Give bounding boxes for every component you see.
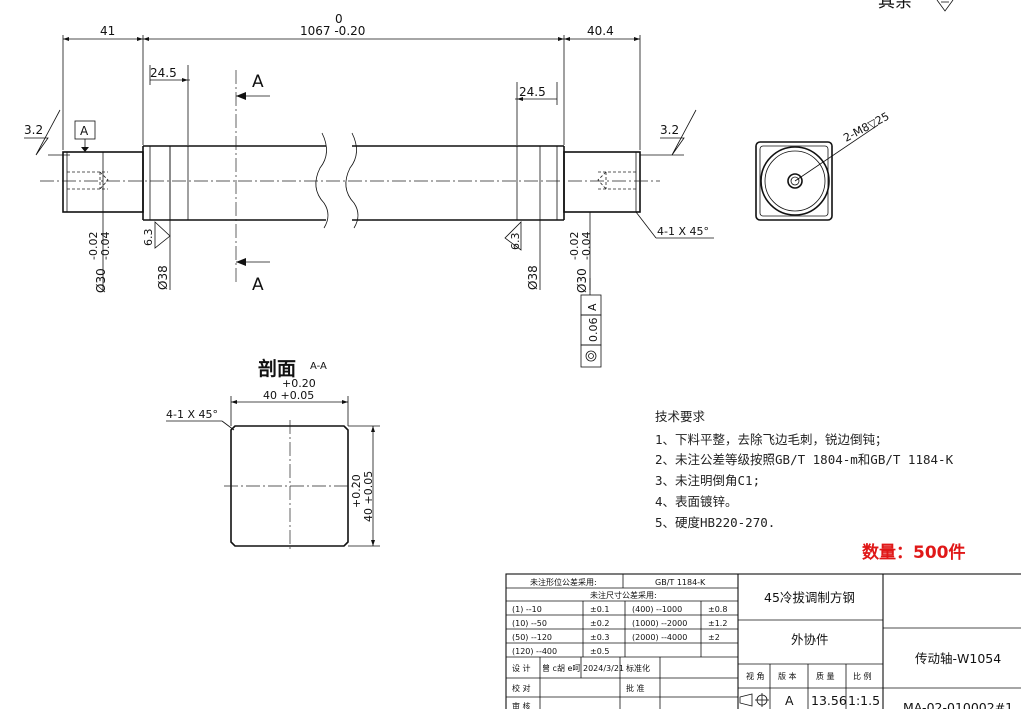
- tech-item: 4、表面镀锌。: [655, 494, 738, 509]
- version-value: A: [785, 693, 794, 708]
- mass-value: 13.56: [811, 693, 847, 708]
- design-date: 2024/3/21: [583, 664, 624, 673]
- version-label: 版 本: [778, 671, 797, 681]
- tol-cell: ±0.2: [590, 619, 609, 628]
- dim-right-end: 40.4: [587, 24, 614, 38]
- section-profile: [230, 425, 349, 547]
- dia-left: Ø30: [94, 268, 108, 293]
- dia-body-right: Ø38: [526, 265, 540, 290]
- section-tol-top: +0.20: [282, 377, 316, 390]
- scale-value: 1:1.5: [848, 693, 880, 708]
- dia-body-left: Ø38: [156, 265, 170, 290]
- review-label: 审 核: [512, 701, 531, 709]
- material: 45冷拔调制方钢: [764, 590, 855, 605]
- section-tol-side: +0.20: [350, 474, 363, 508]
- dim-overall: 1067 -0.20: [300, 24, 365, 38]
- rough-left-value: 3.2: [24, 123, 43, 137]
- dim-shoulder-left: 24.5: [150, 66, 177, 80]
- tol-cell: (120) --400: [512, 647, 557, 656]
- tech-heading: 技术要求: [655, 409, 706, 424]
- dia-right: Ø30: [575, 268, 589, 293]
- rough-63-left-icon: [154, 221, 171, 249]
- tol-lower-right: -0.04: [580, 232, 593, 260]
- view-label: 视 角: [746, 671, 765, 681]
- title-block: [505, 573, 1021, 709]
- tol-cell: ±0.3: [590, 633, 609, 642]
- section-title: 剖面: [258, 357, 296, 380]
- tol-upper-right: -0.02: [568, 232, 581, 260]
- rest-roughness-label: 其余: [878, 0, 912, 12]
- tol-cell: (1) --10: [512, 605, 542, 614]
- section-mark-top: A: [252, 72, 264, 92]
- tol-cell: ±2: [708, 633, 720, 642]
- thread-callout: 2-M8▽25: [841, 110, 891, 145]
- end-view: [755, 124, 879, 221]
- designer-name: 曾 c胡 e呵: [542, 663, 580, 673]
- drawing-number: MA-02-010002#1: [903, 700, 1013, 709]
- datum-label: A: [80, 124, 89, 138]
- shaft-body: [62, 132, 641, 229]
- chamfer-end: 4-1 X 45°: [657, 225, 709, 238]
- form-tol-label: 未注形位公差采用:: [530, 577, 597, 587]
- projection-icon: [739, 693, 769, 707]
- section-height-dim: 40 +0.05: [362, 471, 375, 522]
- tol-cell: (1000) --2000: [632, 619, 687, 628]
- fcf-datum: A: [586, 303, 599, 311]
- tech-item: 5、硬度HB220-270.: [655, 515, 775, 530]
- tol-cell: ±0.1: [590, 605, 609, 614]
- tol-cell: (400) --1000: [632, 605, 682, 614]
- rest-roughness-icon: [936, 0, 954, 12]
- approve-label: 批 准: [626, 683, 645, 693]
- part-name: 传动轴-W1054: [915, 651, 1001, 666]
- tech-item: 1、下料平整，去除飞边毛刺，锐边倒钝；: [655, 432, 888, 447]
- dim-left-end: 41: [100, 24, 115, 38]
- rough-63-right-icon: [504, 221, 522, 251]
- rough-right-value: 3.2: [660, 123, 679, 137]
- outsource: 外协件: [791, 632, 829, 647]
- check-label: 校 对: [512, 683, 531, 693]
- rough-63-left: 6.3: [142, 229, 155, 247]
- tol-cell: (10) --50: [512, 619, 547, 628]
- concentricity-icon: [585, 350, 597, 362]
- form-tol-value: GB/T 1184-K: [655, 578, 706, 587]
- rough-left-icon: [24, 109, 61, 156]
- quantity-label: 数量：500件: [862, 542, 966, 563]
- section-width-dim: 40 +0.05: [263, 389, 314, 402]
- feature-control-frame: A 0.06: [580, 278, 602, 368]
- rough-63-right: 6.3: [509, 233, 522, 251]
- tol-cell: ±1.2: [708, 619, 727, 628]
- tol-cell: ±0.5: [590, 647, 609, 656]
- tech-item: 2、未注公差等级按照GB/T 1804-m和GB/T 1184-K: [655, 452, 954, 467]
- section-mark-bottom: A: [252, 275, 264, 295]
- rough-right-icon: [660, 109, 697, 156]
- design-label: 设 计: [512, 663, 531, 673]
- tol-upper-left: -0.02: [87, 232, 100, 260]
- tol-cell: (2000) --4000: [632, 633, 687, 642]
- tol-lower-left: -0.04: [99, 232, 112, 260]
- fcf-value: 0.06: [587, 318, 600, 343]
- standard-label: 标准化: [626, 663, 650, 673]
- tol-cell: (50) --120: [512, 633, 552, 642]
- tech-item: 3、未注明倒角C1;: [655, 473, 760, 488]
- dim-shoulder-right: 24.5: [519, 85, 546, 99]
- scale-label: 比 例: [853, 671, 872, 681]
- section-subtitle: A-A: [310, 361, 327, 372]
- tol-cell: ±0.8: [708, 605, 727, 614]
- dim-overall-upper: 0: [335, 12, 343, 26]
- size-tol-label: 未注尺寸公差采用:: [590, 590, 657, 600]
- section-chamfer: 4-1 X 45°: [166, 408, 218, 421]
- mass-label: 质 量: [816, 671, 835, 681]
